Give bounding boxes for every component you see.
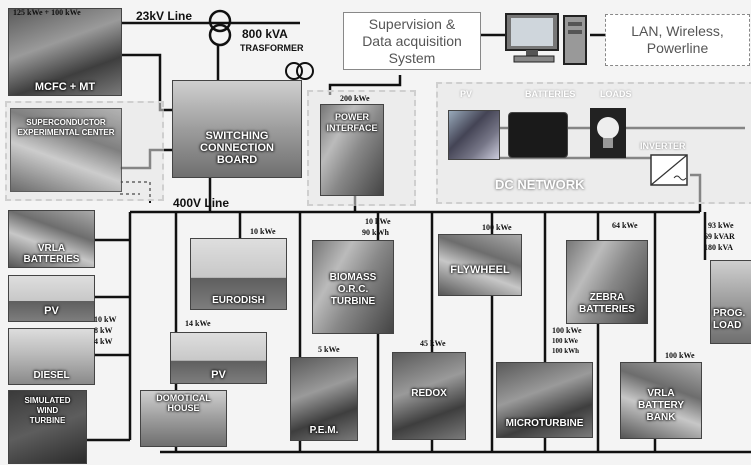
dc-pv-photo [448,110,500,160]
power-interface-line2: INTERFACE [326,123,378,133]
pem-label: P.E.M. [309,425,339,436]
line-400v-label: 400V Line [173,196,230,210]
vrla-line1: VRLA [37,243,66,254]
domotic-line1: DOMOTICAL [156,393,211,403]
switching-line1: SWITCHING [205,130,269,142]
dc-pv-label: PV [460,89,473,99]
wind-turbine-photo: SIMULATED WIND TURBINE [8,390,87,464]
prog-load-rating-2: 69 kVAR [704,232,735,241]
pv-mid-photo: PV [170,332,267,384]
mcfc-photo: 125 kWe + 100 kWe MCFC + MT [8,8,122,96]
diesel-rating-2: 8 kW [94,326,113,335]
diesel-rating-1: 10 kW [94,315,117,324]
inverter-icon [650,154,688,186]
biomass-line3: TURBINE [330,296,376,307]
eurodish-label: EURODISH [212,295,265,306]
superconductor-line1: SUPERCONDUCTOR [26,118,106,127]
zebra-line1: ZEBRA [589,292,625,303]
network-line2: Powerline [646,40,709,56]
line-23kv-label: 23kV Line [136,9,193,23]
supervision-box: Supervision & Data acquisition System [343,12,481,70]
power-interface-rating: 200 kWe [340,94,370,103]
biomass-rating-1: 10 kWe [365,217,391,226]
pv-mid-label: PV [211,369,226,381]
microturbine-rating-2: 100 kWe [552,337,578,345]
power-interface-line1: POWER [334,112,369,122]
pem-photo: P.E.M. [290,357,358,441]
redox-rating: 45 kWe [420,339,446,348]
dc-battery-photo [508,112,568,158]
vrla-bank-photo: VRLA BATTERY BANK [620,362,702,439]
supervision-line1: Supervision & [368,16,456,32]
diesel-photo: DIESEL [8,328,95,385]
microturbine-photo: MICROTURBINE [496,362,593,438]
transformer-label: TRASFORMER [240,43,304,53]
diesel-label: DIESEL [33,370,70,381]
mcfc-rating: 125 kWe + 100 kWe [13,8,81,17]
prog-load-line1: PROG. [713,308,746,319]
wind-line2: WIND [36,406,59,415]
biomass-photo: BIOMASS O.R.C. TURBINE [312,240,394,334]
domotic-house-photo: DOMOTICAL HOUSE [140,390,227,447]
vrla-batteries-photo: VRLA BATTERIES [8,210,95,268]
vrla-bank-line2: BATTERY [637,400,685,411]
zebra-rating: 64 kWe [612,221,638,230]
redox-photo: REDOX [392,352,466,440]
pv-mid-rating: 14 kWe [185,319,211,328]
dc-loads-label: LOADS [600,89,632,99]
prog-load-line2: LOAD [713,320,742,331]
transformer-power: 800 kVA [242,27,288,41]
mcfc-label: MCFC + MT [34,81,96,93]
wind-line1: SIMULATED [24,396,71,405]
flywheel-photo: FLYWHEEL [438,234,522,296]
wind-line3: TURBINE [29,416,66,425]
pem-rating: 5 kWe [318,345,340,354]
biomass-line1: BIOMASS [329,272,377,283]
transformer-icon [208,9,232,47]
prog-load-rating-1: 93 kWe [708,221,734,230]
supervision-line3: System [388,50,436,66]
computer-icon [505,13,587,65]
dc-batteries-label: BATTERIES [525,89,576,99]
zebra-batteries-photo: ZEBRA BATTERIES [566,240,648,324]
diesel-rating-3: 4 kW [94,337,113,346]
prog-load-photo: PROG. LOAD [710,260,751,344]
redox-label: REDOX [411,388,447,399]
eurodish-photo: EURODISH [190,238,287,310]
switching-line2: CONNECTION [200,142,274,154]
vrla-line2: BATTERIES [23,254,80,265]
network-line1: LAN, Wireless, [631,23,724,39]
microturbine-rating-1: 100 kWe [552,326,582,335]
dc-inverter-label: INVERTER [640,141,686,151]
power-interface-photo: POWER INTERFACE [320,104,384,196]
supervision-line2: Data acquisition [362,33,462,49]
pv-left-label: PV [44,305,59,317]
vrla-bank-line1: VRLA [647,388,675,399]
microturbine-rating-3: 100 kWh [552,347,580,355]
biomass-rating-2: 90 kWh [362,228,389,237]
pv-left-photo: PV [8,275,95,322]
superconductor-line2: EXPERIMENTAL CENTER [17,128,115,137]
superconductor-photo: SUPERCONDUCTOR EXPERIMENTAL CENTER [10,108,122,192]
eurodish-rating: 10 kWe [250,227,276,236]
vrla-bank-line3: BANK [646,412,676,423]
microturbine-label: MICROTURBINE [505,418,584,429]
switching-line3: BOARD [216,154,258,166]
bulb-icon [590,108,626,158]
domotic-line2: HOUSE [167,403,200,413]
prog-load-rating-3: 180 kVA [704,243,733,252]
biomass-line2: O.R.C. [337,284,369,295]
switching-board-photo: SWITCHING CONNECTION BOARD [172,80,302,178]
vrla-bank-rating: 100 kWe [665,351,695,360]
current-transformer-icon [285,62,314,80]
zebra-line2: BATTERIES [579,304,635,315]
network-box: LAN, Wireless, Powerline [605,14,750,66]
flywheel-rating: 100 kWe [482,223,512,232]
flywheel-label: FLYWHEEL [450,264,510,276]
dc-network-label: DC NETWORK [495,177,585,192]
